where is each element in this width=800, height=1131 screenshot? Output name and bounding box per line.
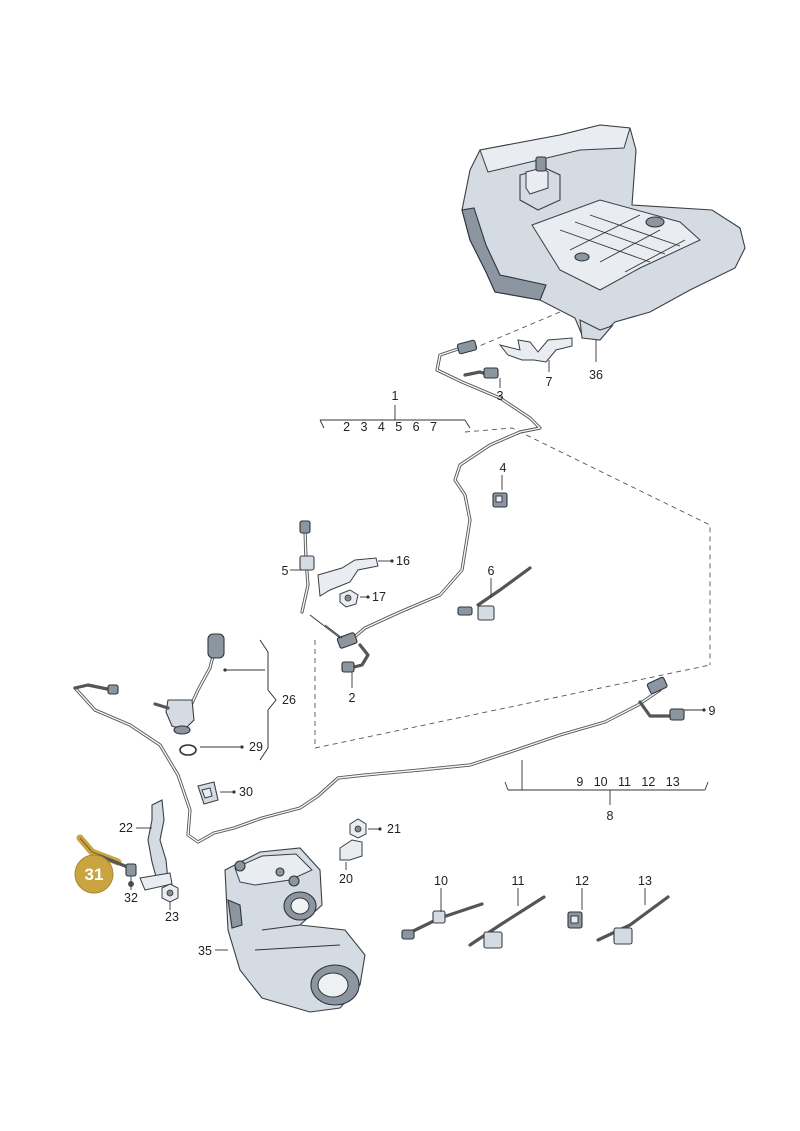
callout-8-sub: 9 10 11 12 13 <box>576 775 679 789</box>
nut-17 <box>339 589 359 608</box>
clip-30 <box>197 781 219 805</box>
callout-3: 3 <box>497 389 504 403</box>
callout-labels: 1 2 3 4 5 6 7 2 3 4 5 6 7 8 9 10 11 12 1… <box>119 368 715 958</box>
clip-4 <box>492 492 508 508</box>
tank-leader <box>469 311 561 351</box>
assembly-outline-upper <box>464 427 711 665</box>
gasket-29 <box>179 744 197 756</box>
callout-32: 32 <box>124 891 138 905</box>
callout-30: 30 <box>239 785 253 799</box>
callout-1-sub: 2 3 4 5 6 7 <box>343 420 437 434</box>
sensor-31 <box>76 834 137 887</box>
callout-16: 16 <box>396 554 410 568</box>
bracket-22-foot <box>139 872 173 891</box>
tie-strap-10 <box>401 902 484 940</box>
nut-23 <box>161 883 179 903</box>
clip-12 <box>567 911 583 929</box>
callout-4: 4 <box>500 461 507 475</box>
bracket-16 <box>317 557 379 597</box>
callout-5: 5 <box>282 564 289 578</box>
callout-11: 11 <box>512 874 525 888</box>
nut-21 <box>349 818 367 839</box>
highlight-badge-31[interactable]: 31 <box>74 854 114 894</box>
callout-13: 13 <box>638 874 652 888</box>
sensor-line-8 <box>73 676 685 844</box>
sensor-26 <box>153 633 225 735</box>
sensor-5 <box>299 520 315 614</box>
bracket-7 <box>498 337 573 363</box>
tie-strap-11 <box>468 895 546 949</box>
tie-strap-6 <box>457 566 532 621</box>
bracket-20 <box>339 839 363 861</box>
callout-17: 17 <box>372 590 386 604</box>
callout-26: 26 <box>282 693 296 707</box>
callout-36: 36 <box>589 368 603 382</box>
callout-7: 7 <box>546 375 553 389</box>
svg-text:31: 31 <box>85 865 104 884</box>
arrow-dots <box>223 559 706 831</box>
tie-strap-13 <box>596 895 670 945</box>
callout-21: 21 <box>387 822 401 836</box>
sensor-line-1 <box>336 339 542 673</box>
assembly-outline-lower <box>314 640 711 749</box>
callout-9: 9 <box>709 704 716 718</box>
callout-6: 6 <box>488 564 495 578</box>
callout-20: 20 <box>339 872 353 886</box>
callout-2: 2 <box>349 691 356 705</box>
callout-10: 10 <box>434 874 448 888</box>
callout-23: 23 <box>165 910 179 924</box>
leader-lines <box>130 340 709 951</box>
callout-8: 8 <box>607 809 614 823</box>
tank-36 <box>461 124 746 341</box>
callout-1: 1 <box>392 389 399 403</box>
callout-12: 12 <box>575 874 589 888</box>
bracket-22 <box>147 799 169 885</box>
callout-29: 29 <box>249 740 263 754</box>
callout-22: 22 <box>119 821 133 835</box>
callout-35: 35 <box>198 944 212 958</box>
converter-35 <box>224 847 366 1013</box>
